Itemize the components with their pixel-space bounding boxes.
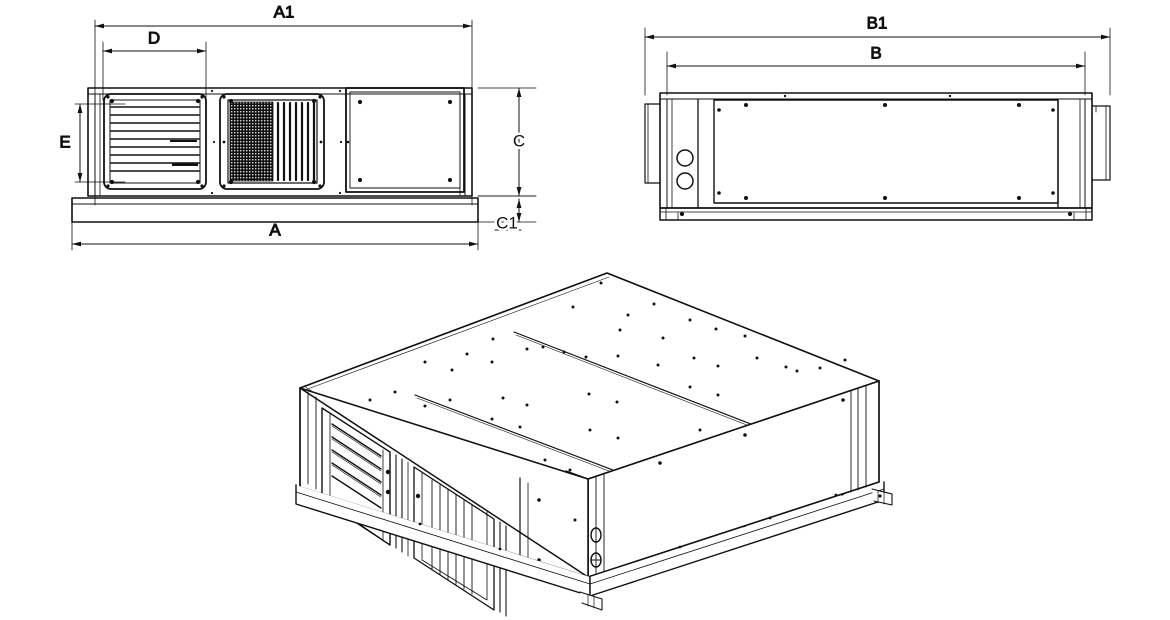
filter-mesh-panel xyxy=(219,93,325,190)
dimension-b: B xyxy=(666,43,1086,69)
side-access-panel xyxy=(713,99,1059,204)
access-panel xyxy=(345,87,465,193)
front-elevation-view: A1 D E C C1 A xyxy=(59,2,537,251)
dimension-d: D xyxy=(102,28,207,54)
front-cabinet-body xyxy=(87,87,473,197)
dimension-a1-label: A1 xyxy=(274,2,295,21)
side-base-rail xyxy=(659,207,1093,221)
dimension-d-label: D xyxy=(148,28,160,47)
dimension-b-label: B xyxy=(870,43,881,62)
side-elevation-view: B1 B xyxy=(644,13,1111,221)
iso-base-rails xyxy=(295,481,893,611)
isometric-view xyxy=(295,272,893,617)
dimension-a-label: A xyxy=(269,220,281,239)
side-cabinet-body xyxy=(659,92,1093,209)
dimension-c: C xyxy=(510,87,528,197)
dimension-a: A xyxy=(71,220,479,247)
dimension-e: E xyxy=(59,103,83,183)
front-extension-lines xyxy=(71,19,537,251)
base-frame xyxy=(71,197,479,223)
louver-panel xyxy=(103,93,207,190)
dimension-c1-label: C1 xyxy=(496,213,518,232)
dimension-a1: A1 xyxy=(94,2,473,29)
iso-left-face xyxy=(299,387,589,617)
dimension-e-label: E xyxy=(59,132,70,151)
conduit-knockouts xyxy=(676,149,694,190)
dimension-b1-label: B1 xyxy=(867,13,888,32)
dimension-c1: C1 xyxy=(494,198,522,235)
dimension-b1: B1 xyxy=(644,13,1111,40)
duct-flanges xyxy=(644,103,1111,184)
dimension-c-label: C xyxy=(513,131,525,150)
iso-louver-panel xyxy=(321,407,409,557)
